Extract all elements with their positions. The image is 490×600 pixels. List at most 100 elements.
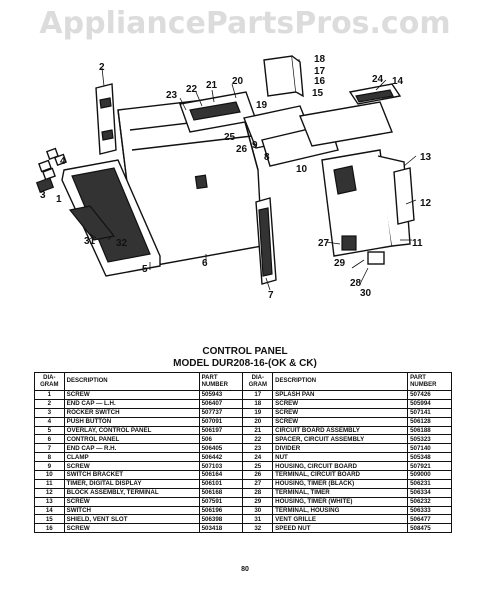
timer-housings bbox=[341, 235, 385, 265]
callout: 18 bbox=[314, 54, 326, 65]
part-description: BLOCK ASSEMBLY, TERMINAL bbox=[63, 487, 200, 498]
part-number: 507140 bbox=[407, 443, 452, 454]
part-description: SCREW bbox=[63, 523, 200, 534]
part-description: SHIELD, VENT SLOT bbox=[63, 514, 200, 525]
callout: 12 bbox=[420, 198, 432, 209]
part-description: SWITCH bbox=[63, 505, 200, 516]
callout: 22 bbox=[186, 84, 198, 95]
diagram-number: 12 bbox=[34, 487, 65, 498]
end-cap-left bbox=[95, 83, 117, 155]
part-number: 507591 bbox=[198, 496, 244, 507]
part-number: 506164 bbox=[198, 470, 244, 480]
part-number: 506232 bbox=[407, 496, 452, 507]
part-description: SPLASH PAN bbox=[272, 390, 409, 400]
diagram-number: 24 bbox=[242, 452, 274, 463]
callout: 3 bbox=[40, 190, 46, 201]
part-description: CONTROL PANEL bbox=[63, 434, 200, 445]
circuit-board-assembly bbox=[179, 91, 313, 149]
parts-table: DIA-GRAM DESCRIPTION PART NUMBER DIA-GRA… bbox=[34, 372, 452, 534]
diagram-number: 16 bbox=[34, 523, 65, 534]
callout: 19 bbox=[256, 100, 268, 111]
diagram-number: 23 bbox=[242, 443, 274, 454]
diagram-number: 10 bbox=[34, 470, 65, 480]
callout: 8 bbox=[264, 152, 270, 163]
part-description: TERMINAL, TIMER bbox=[272, 487, 409, 498]
model-title: MODEL DUR208-16-(OK & CK) bbox=[173, 358, 317, 369]
diagram-number: 28 bbox=[242, 487, 274, 498]
part-number: 506231 bbox=[407, 478, 452, 489]
callout: 27 bbox=[318, 238, 330, 249]
callout: 30 bbox=[360, 288, 372, 299]
diagram-number: 8 bbox=[34, 452, 65, 463]
callout: 11 bbox=[412, 238, 423, 249]
part-description: SCREW bbox=[63, 390, 200, 400]
part-description: SCREW bbox=[272, 416, 409, 427]
part-number: 506398 bbox=[198, 514, 244, 525]
diagram-title-block: CONTROL PANEL MODEL DUR208-16-(OK & CK) bbox=[0, 346, 490, 370]
switch-bracket bbox=[261, 101, 393, 167]
part-description: TERMINAL, CIRCUIT BOARD bbox=[272, 470, 409, 480]
exploded-parts-diagram: 1 2 3 4 5 6 7 8 9 10 11 12 13 14 15 16 1… bbox=[35, 54, 432, 301]
callout: 10 bbox=[296, 164, 308, 175]
part-description: ROCKER SWITCH bbox=[63, 407, 200, 418]
callout-numbers: 1 2 3 4 5 6 7 8 9 10 11 12 13 14 15 16 1… bbox=[40, 54, 432, 301]
callout: 13 bbox=[420, 152, 432, 163]
part-number: 506334 bbox=[407, 487, 452, 498]
part-number: 506196 bbox=[198, 505, 244, 516]
part-description: DIVIDER bbox=[272, 443, 409, 454]
part-number: 507141 bbox=[407, 407, 452, 418]
part-number: 506333 bbox=[407, 505, 452, 516]
part-number: 503418 bbox=[198, 523, 244, 534]
diagram-number: 21 bbox=[242, 425, 274, 436]
part-number: 507426 bbox=[407, 390, 452, 400]
diagram-number: 32 bbox=[242, 523, 274, 534]
diagram-number: 15 bbox=[34, 514, 65, 525]
part-description: HOUSING, CIRCUIT BOARD bbox=[272, 461, 409, 472]
diagram-number: 22 bbox=[242, 434, 274, 445]
end-cap-right bbox=[255, 197, 277, 285]
callout: 14 bbox=[392, 76, 404, 87]
diagram-number: 17 bbox=[242, 390, 274, 400]
part-description: CIRCUIT BOARD ASSEMBLY bbox=[272, 425, 409, 436]
diagram-number: 5 bbox=[34, 425, 65, 436]
leader-lines bbox=[89, 59, 417, 291]
part-description: TERMINAL, HOUSING bbox=[272, 505, 409, 516]
part-description: HOUSING, TIMER (WHITE) bbox=[272, 496, 409, 507]
part-number: 506477 bbox=[407, 514, 452, 525]
header-part-number: PART NUMBER bbox=[407, 372, 452, 391]
part-number: 507921 bbox=[407, 461, 452, 472]
callout: 16 bbox=[314, 76, 326, 87]
splash-pan bbox=[263, 55, 304, 98]
diagram-number: 2 bbox=[34, 398, 65, 409]
vent-grille bbox=[68, 205, 116, 241]
header-part-number: PART NUMBER bbox=[198, 372, 244, 391]
table-header-row: DIA-GRAM DESCRIPTION PART NUMBER DIA-GRA… bbox=[34, 372, 452, 391]
header-diagram: DIA-GRAM bbox=[34, 372, 65, 391]
part-description: SCREW bbox=[63, 496, 200, 507]
part-number: 506128 bbox=[407, 416, 452, 427]
part-number: 506 bbox=[198, 434, 244, 445]
part-number: 508475 bbox=[407, 523, 452, 534]
diagram-number: 27 bbox=[242, 478, 274, 489]
diagram-number: 14 bbox=[34, 505, 65, 516]
callout: 20 bbox=[232, 76, 244, 87]
diagram-number: 20 bbox=[242, 416, 274, 427]
part-description: OVERLAY, CONTROL PANEL bbox=[63, 425, 200, 436]
part-number: 505348 bbox=[407, 452, 452, 463]
part-description: PUSH BUTTON bbox=[63, 416, 200, 427]
part-description: SPEED NUT bbox=[272, 523, 409, 534]
callout: 23 bbox=[166, 90, 178, 101]
diagram-number: 29 bbox=[242, 496, 274, 507]
part-number: 506197 bbox=[198, 425, 244, 436]
header-description: DESCRIPTION bbox=[272, 372, 409, 391]
